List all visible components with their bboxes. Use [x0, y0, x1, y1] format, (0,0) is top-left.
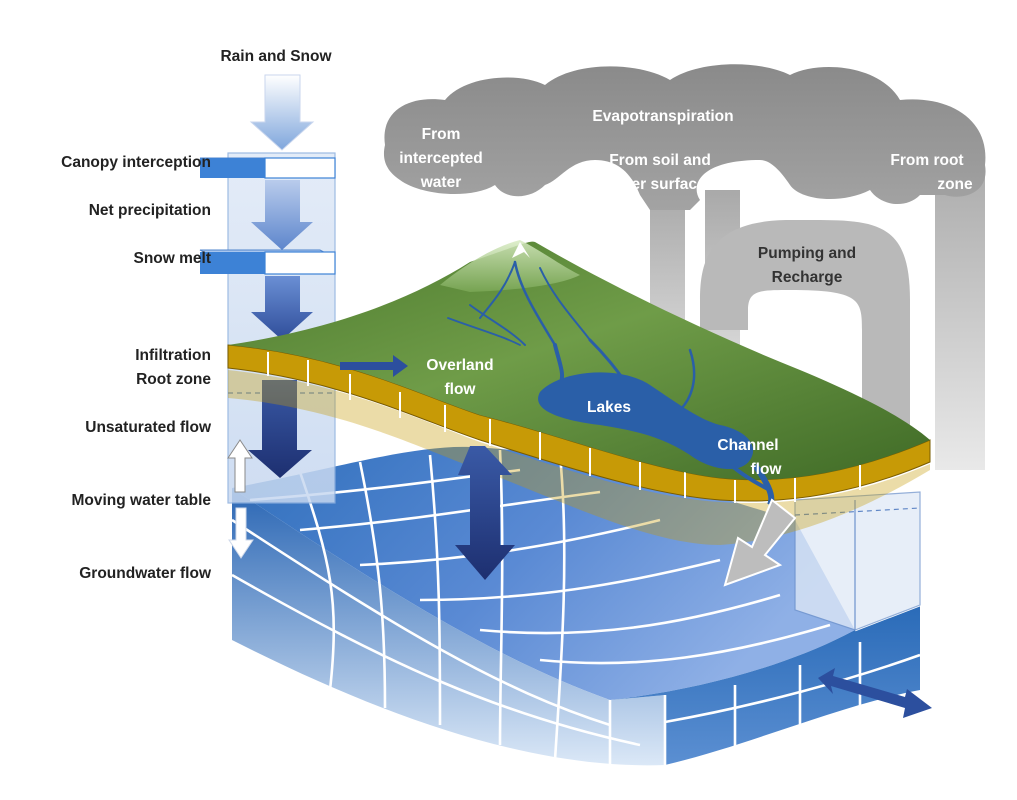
label-overland-1: Overland: [426, 357, 493, 374]
label-evapotranspiration: Evapotranspiration: [592, 108, 733, 125]
net-precipitation-arrow: [251, 180, 313, 250]
channel-seepage-arrow: [723, 498, 797, 587]
label-unsaturated-flow: Unsaturated flow: [85, 419, 212, 436]
water-table-up-arrow: [227, 439, 253, 493]
vertical-exchange-arrow: [455, 446, 515, 580]
label-from-root-1: From root: [890, 152, 963, 169]
label-from-intercepted-3: water: [420, 174, 462, 191]
label-from-soil-2: water surfaces: [605, 176, 715, 193]
aquifer-right-face: [610, 605, 920, 765]
label-from-intercepted-2: intercepted: [399, 150, 483, 167]
groundwater-block: [231, 446, 921, 766]
label-pumping-2: Recharge: [772, 269, 843, 286]
label-overland-2: flow: [445, 381, 477, 398]
label-from-soil-1: From soil and: [609, 152, 711, 169]
label-channel-2: flow: [751, 461, 783, 478]
infiltration-arrow: [248, 380, 312, 478]
label-net-precipitation: Net precipitation: [89, 202, 211, 219]
right-column-top: [794, 491, 921, 631]
cloud-body: [383, 64, 986, 211]
lake: [538, 372, 754, 470]
land-surface: [227, 240, 931, 545]
label-snow-melt: Snow melt: [133, 250, 211, 267]
aquifer-top-surface: [232, 446, 855, 700]
label-from-intercepted-1: From: [422, 126, 461, 143]
label-rain-and-snow: Rain and Snow: [220, 48, 332, 65]
lateral-groundwater-arrow: [818, 668, 932, 718]
label-root-zone: Root zone: [136, 371, 211, 388]
pumping-recharge-arch: [700, 219, 910, 435]
label-canopy-interception: Canopy interception: [61, 154, 211, 171]
label-lakes: Lakes: [587, 399, 631, 416]
label-groundwater-flow: Groundwater flow: [79, 565, 212, 582]
label-moving-water-table: Moving water table: [71, 492, 211, 509]
label-infiltration: Infiltration: [135, 347, 211, 364]
label-pumping-1: Pumping and: [758, 245, 856, 262]
rain-arrow: [249, 74, 315, 151]
water-table-down-arrow: [228, 507, 254, 559]
snow-melt-arrow: [251, 276, 313, 340]
land-surface-top: [228, 241, 930, 480]
root-zone-stem: [935, 150, 985, 470]
evapotranspiration-cloud: [383, 64, 986, 470]
label-from-root-2: zone: [937, 176, 973, 193]
overland-flow-arrow: [340, 355, 408, 377]
aquifer-front-face: [232, 488, 665, 766]
label-channel-1: Channel: [717, 437, 778, 454]
